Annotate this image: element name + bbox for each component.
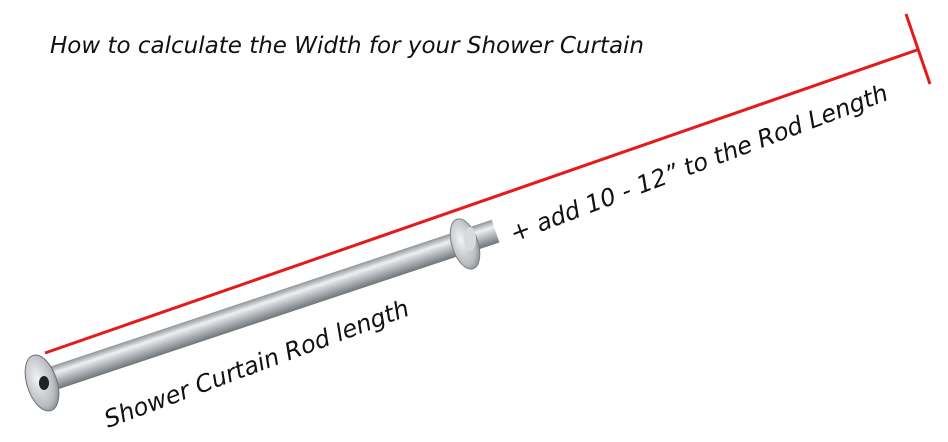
end-marker-line	[904, 13, 932, 85]
diagram-title: How to calculate the Width for your Show…	[50, 33, 644, 59]
measurement-line	[44, 48, 918, 355]
shower-curtain-rod	[24, 218, 500, 412]
extra-width-label: + add 10 - 12” to the Rod Length	[506, 79, 892, 248]
right-flange-hub	[464, 227, 476, 251]
left-flange-hole	[39, 376, 49, 390]
rod-pipe	[38, 219, 500, 394]
